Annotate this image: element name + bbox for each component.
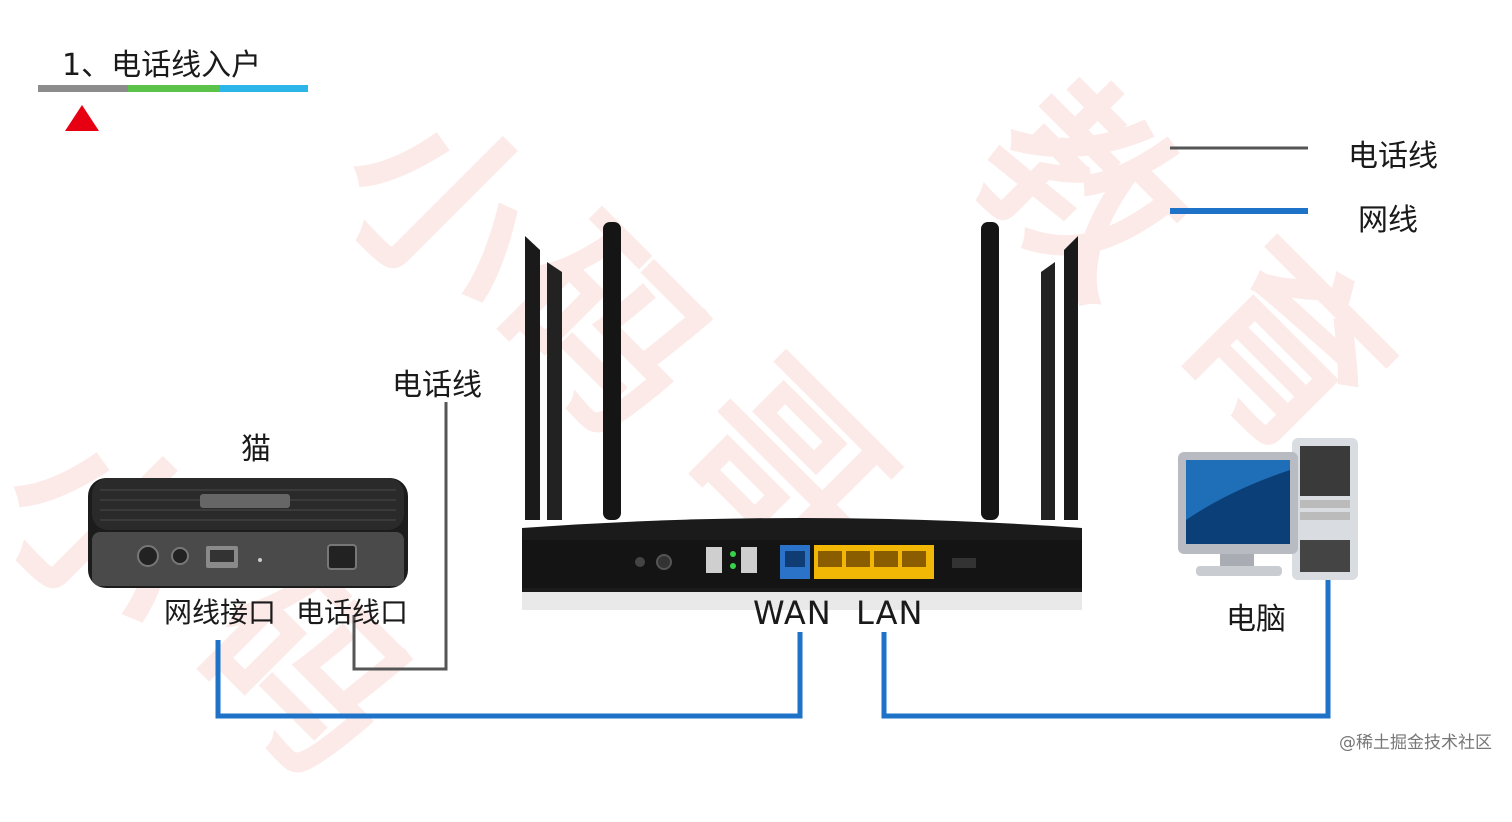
phone-line-label: 电话线 bbox=[392, 368, 482, 403]
legend-network-label: 网线 bbox=[1358, 203, 1418, 238]
computer-label: 电脑 bbox=[1226, 602, 1286, 637]
modem-label: 猫 bbox=[241, 432, 271, 467]
credit-text: @稀土掘金技术社区 bbox=[1339, 733, 1492, 753]
network-line-lan bbox=[881, 580, 1331, 719]
progress-segment-2 bbox=[128, 85, 220, 92]
phone-port-label: 电话线口 bbox=[296, 596, 409, 629]
page-title: 1、电话线入户 bbox=[62, 48, 262, 83]
progress-segment-3 bbox=[220, 85, 308, 92]
modem-icon bbox=[88, 478, 408, 588]
legend-phone-label: 电话线 bbox=[1348, 139, 1438, 174]
progress-segment-1 bbox=[38, 85, 128, 92]
network-line-wan bbox=[215, 632, 803, 719]
progress-marker-icon bbox=[65, 105, 99, 131]
computer-icon bbox=[1178, 438, 1358, 580]
diagram-canvas bbox=[65, 105, 1358, 719]
lan-label: LAN bbox=[856, 594, 924, 632]
net-port-label: 网线接口 bbox=[164, 596, 277, 629]
router-icon bbox=[522, 222, 1082, 610]
wan-label: WAN bbox=[753, 594, 832, 632]
phone-line bbox=[352, 402, 448, 671]
